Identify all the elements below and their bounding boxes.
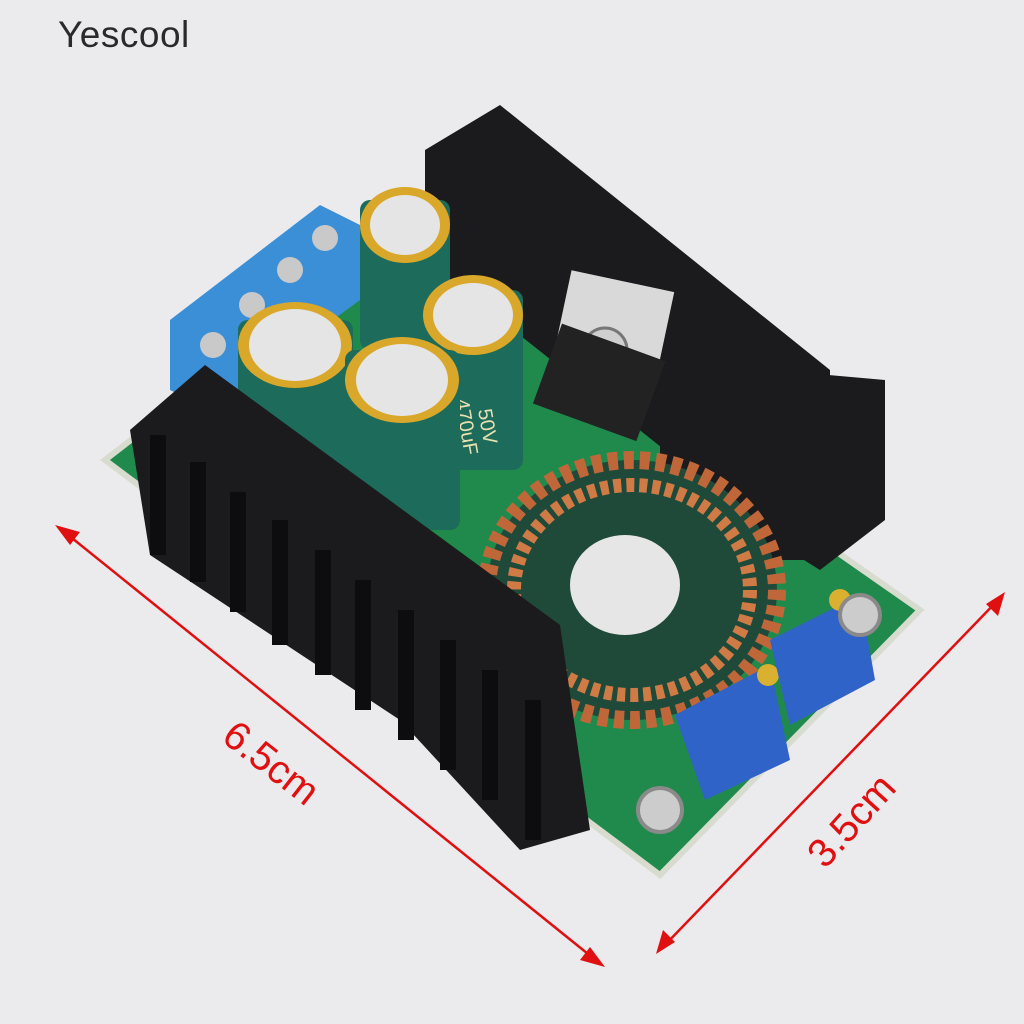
capacitor: 470uF 50V — [423, 275, 523, 470]
length-dimension-arrow — [55, 525, 605, 967]
mounting-hole — [838, 593, 882, 637]
brand-watermark: Yescool — [58, 14, 190, 55]
capacitor — [345, 337, 460, 530]
front-heatsink — [130, 365, 590, 850]
screw-terminal-block — [170, 205, 360, 410]
width-label: 3.5cm — [799, 766, 905, 876]
regulator-chip — [532, 323, 666, 442]
mounting-hole — [636, 786, 684, 834]
trimpot — [675, 664, 790, 800]
length-label: 6.5cm — [214, 712, 327, 814]
width-dimension-arrow — [656, 592, 1005, 954]
